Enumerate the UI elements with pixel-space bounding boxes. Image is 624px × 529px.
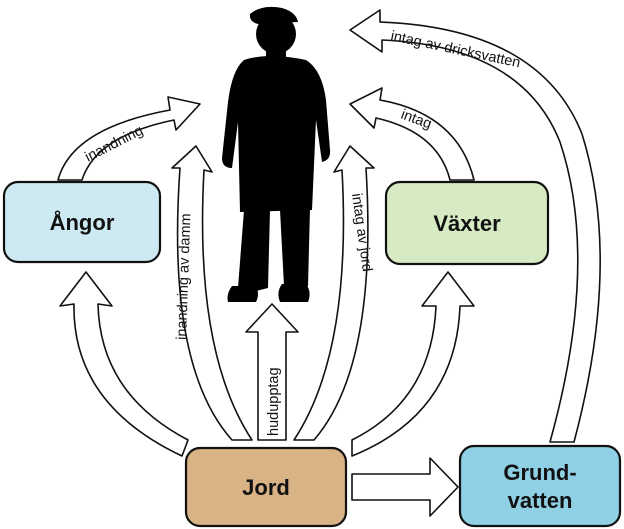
person-silhouette xyxy=(222,6,331,302)
arrow-inandning xyxy=(57,96,201,181)
label-hudupptag: hudupptag xyxy=(266,367,282,436)
label-inandning-av-damm: inandning av damm xyxy=(174,213,194,340)
arrow-jord-to-grundvatten xyxy=(351,457,459,517)
arrow-intag xyxy=(349,87,475,181)
arrow-inandning-av-damm xyxy=(171,145,253,441)
box-jord-label: Jord xyxy=(242,475,290,500)
arrow-jord-to-vaxter xyxy=(351,271,475,457)
box-jord xyxy=(184,446,348,528)
box-grundvatten-label-line1: Grund- xyxy=(503,460,576,485)
box-vaxter-label: Växter xyxy=(433,211,501,236)
box-angor-label: Ångor xyxy=(50,209,115,235)
arrow-hudupptag xyxy=(245,303,299,441)
box-vaxter xyxy=(384,180,550,266)
arrow-jord-to-angor xyxy=(59,271,189,457)
box-grundvatten xyxy=(458,444,622,528)
arrow-intag-av-dricksvatten xyxy=(349,9,601,443)
arrow-intag-av-jord xyxy=(293,145,375,441)
box-grundvatten-label-line2: vatten xyxy=(508,488,573,513)
box-angor xyxy=(2,180,162,264)
